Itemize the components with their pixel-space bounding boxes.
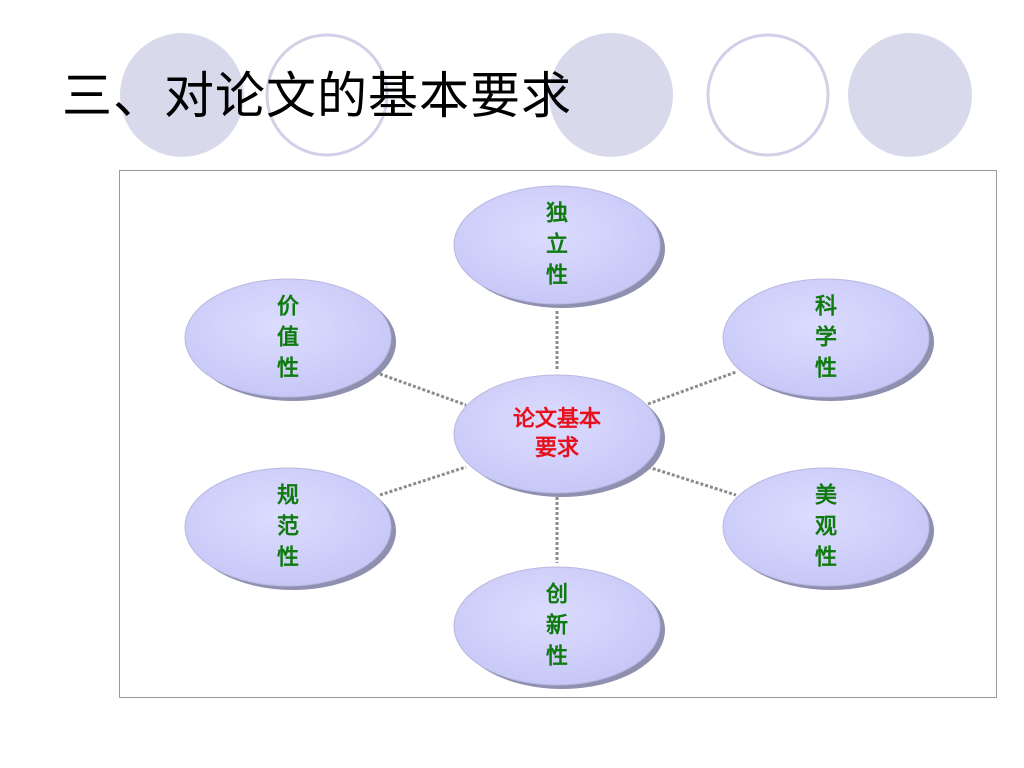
node-char: 科 <box>814 294 838 320</box>
node-char: 范 <box>276 514 300 540</box>
deco-circle-3 <box>848 33 972 157</box>
deco-circle-2 <box>549 33 673 157</box>
node-innovation <box>453 566 661 686</box>
node-independence <box>453 185 661 305</box>
node-char: 价 <box>276 294 300 320</box>
connector-scientific <box>647 370 737 406</box>
center-label-line-1: 论文基本 <box>512 407 601 432</box>
node-center <box>453 374 661 494</box>
node-char: 性 <box>814 545 838 571</box>
node-label-scientific: 科 学 性 <box>815 292 837 385</box>
node-char: 立 <box>545 232 569 258</box>
center-node-label: 论文基本 要求 <box>492 405 622 463</box>
node-char: 美 <box>814 483 838 509</box>
node-char: 性 <box>814 356 838 382</box>
node-char: 独 <box>545 201 569 227</box>
node-char: 性 <box>545 263 569 289</box>
deco-ring-2 <box>706 33 830 157</box>
node-char: 性 <box>276 545 300 571</box>
node-label-normative: 规 范 性 <box>277 481 299 574</box>
diagram-frame <box>119 170 997 698</box>
connector-aesthetic <box>647 465 737 497</box>
node-char: 学 <box>814 325 838 351</box>
node-char: 观 <box>814 514 838 540</box>
deco-circle-1 <box>120 33 244 157</box>
node-label-value: 价 值 性 <box>277 292 299 385</box>
node-label-aesthetic: 美 观 性 <box>815 481 837 574</box>
node-char: 规 <box>276 483 300 509</box>
node-char: 性 <box>276 356 300 382</box>
node-char: 值 <box>276 325 300 351</box>
deco-ring-1 <box>265 33 389 157</box>
node-value <box>184 278 392 398</box>
node-normative <box>184 467 392 587</box>
node-char: 创 <box>545 582 569 608</box>
connector-normative <box>379 465 467 497</box>
slide-title: 三、对论文的基本要求 <box>62 67 572 125</box>
node-label-independence: 独 立 性 <box>546 199 568 292</box>
node-aesthetic <box>722 467 930 587</box>
connector-value <box>379 372 467 407</box>
node-label-innovation: 创 新 性 <box>546 580 568 673</box>
node-char: 性 <box>545 644 569 670</box>
center-label-line-2: 要求 <box>534 436 579 461</box>
node-char: 新 <box>545 613 569 639</box>
decorative-circles <box>120 33 972 157</box>
node-scientific <box>722 278 930 398</box>
